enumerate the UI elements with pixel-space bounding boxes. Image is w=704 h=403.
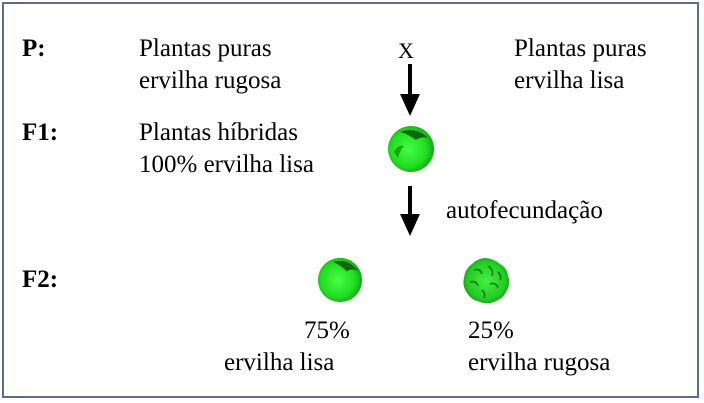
- row-label-f2: F2:: [22, 266, 59, 293]
- parent-left-line1: Plantas puras: [139, 35, 272, 62]
- f2-wrinkled-percent: 25%: [468, 317, 514, 344]
- parent-left-line2: ervilha rugosa: [139, 67, 282, 94]
- arrow-down-icon: [400, 186, 420, 236]
- process-label: autofecundação: [446, 197, 603, 224]
- f2-smooth-label: ervilha lisa: [224, 349, 335, 376]
- f1-line2: 100% ervilha lisa: [139, 151, 314, 178]
- row-label-f1: F1:: [22, 119, 59, 146]
- parent-right-line1: Plantas puras: [514, 35, 647, 62]
- smooth-pea-icon: [388, 126, 434, 172]
- f1-line1: Plantas híbridas: [139, 119, 299, 146]
- cross-symbol: X: [398, 38, 414, 63]
- diagram-frame: P: F1: F2: Plantas puras ervilha rugosa …: [2, 2, 699, 398]
- wrinkled-pea-icon: [463, 258, 510, 304]
- parent-right-line2: ervilha lisa: [514, 67, 625, 94]
- arrow-down-icon: [400, 64, 420, 116]
- row-label-p: P:: [22, 35, 46, 62]
- f2-smooth-percent: 75%: [304, 317, 350, 344]
- smooth-pea-icon: [317, 257, 363, 303]
- f2-wrinkled-label: ervilha rugosa: [468, 349, 611, 376]
